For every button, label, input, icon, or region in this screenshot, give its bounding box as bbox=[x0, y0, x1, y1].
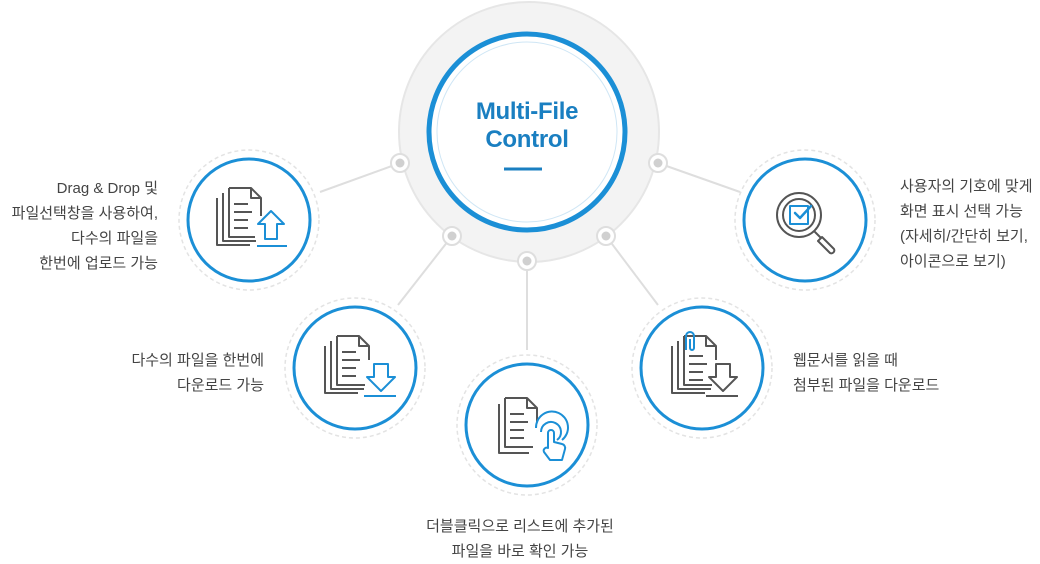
view-line: 화면 표시 선택 가능 bbox=[900, 203, 1023, 220]
dot-download bbox=[442, 226, 462, 246]
dblclick-line: 파일을 바로 확인 가능 bbox=[451, 543, 589, 560]
view-line: (자세히/간단히 보기, bbox=[900, 228, 1028, 245]
view-line: 아이콘으로 보기) bbox=[900, 253, 1006, 270]
connector-download bbox=[397, 235, 453, 306]
download-line: 다운로드 가능 bbox=[177, 377, 264, 394]
dot-webdoc bbox=[596, 226, 616, 246]
node-download bbox=[284, 297, 426, 439]
node-upload bbox=[178, 149, 320, 291]
center-title-line1: Multi-File bbox=[475, 98, 579, 125]
connectors bbox=[319, 162, 741, 350]
upload-line: 다수의 파일을 bbox=[71, 230, 158, 247]
node-view bbox=[734, 149, 876, 291]
magnifier-check-icon bbox=[776, 192, 836, 255]
view-description: 사용자의 기호에 맞게 화면 표시 선택 가능 (자세히/간단히 보기, 아이콘… bbox=[900, 174, 1033, 274]
upload-description: Drag & Drop 및 파일선택창을 사용하여, 다수의 파일을 한번에 업… bbox=[12, 176, 158, 276]
upload-line: 파일선택창을 사용하여, bbox=[11, 205, 158, 222]
upload-line: Drag & Drop 및 bbox=[56, 180, 158, 197]
dot-view bbox=[648, 153, 668, 173]
webdoc-line: 첨부된 파일을 다운로드 bbox=[793, 377, 940, 394]
webdoc-line: 웹문서를 읽을 때 bbox=[793, 352, 898, 369]
document-download-icon bbox=[324, 335, 396, 397]
download-line: 다수의 파일을 한번에 bbox=[131, 352, 264, 369]
dot-dblclick bbox=[517, 251, 537, 271]
node-webdoc bbox=[631, 297, 773, 439]
connector-webdoc bbox=[605, 235, 659, 306]
view-line: 사용자의 기호에 맞게 bbox=[900, 178, 1033, 195]
node-dblclick bbox=[456, 354, 598, 496]
attachment-download-icon bbox=[671, 331, 738, 397]
center-title-line2: Control bbox=[485, 126, 569, 153]
center-hub bbox=[398, 1, 660, 263]
document-click-icon bbox=[498, 397, 569, 461]
connector-upload bbox=[319, 162, 401, 193]
webdoc-description: 웹문서를 읽을 때 첨부된 파일을 다운로드 bbox=[793, 348, 939, 398]
connector-dots bbox=[390, 153, 668, 271]
connector-view bbox=[657, 162, 741, 193]
dblclick-description: 더블클릭으로 리스트에 추가된 파일을 바로 확인 가능 bbox=[350, 514, 690, 564]
upload-line: 한번에 업로드 가능 bbox=[39, 255, 158, 272]
document-upload-icon bbox=[216, 187, 287, 247]
dblclick-line: 더블클릭으로 리스트에 추가된 bbox=[426, 518, 614, 535]
dot-upload bbox=[390, 153, 410, 173]
center-title: Multi-File Control bbox=[432, 98, 622, 154]
download-description: 다수의 파일을 한번에 다운로드 가능 bbox=[131, 348, 264, 398]
